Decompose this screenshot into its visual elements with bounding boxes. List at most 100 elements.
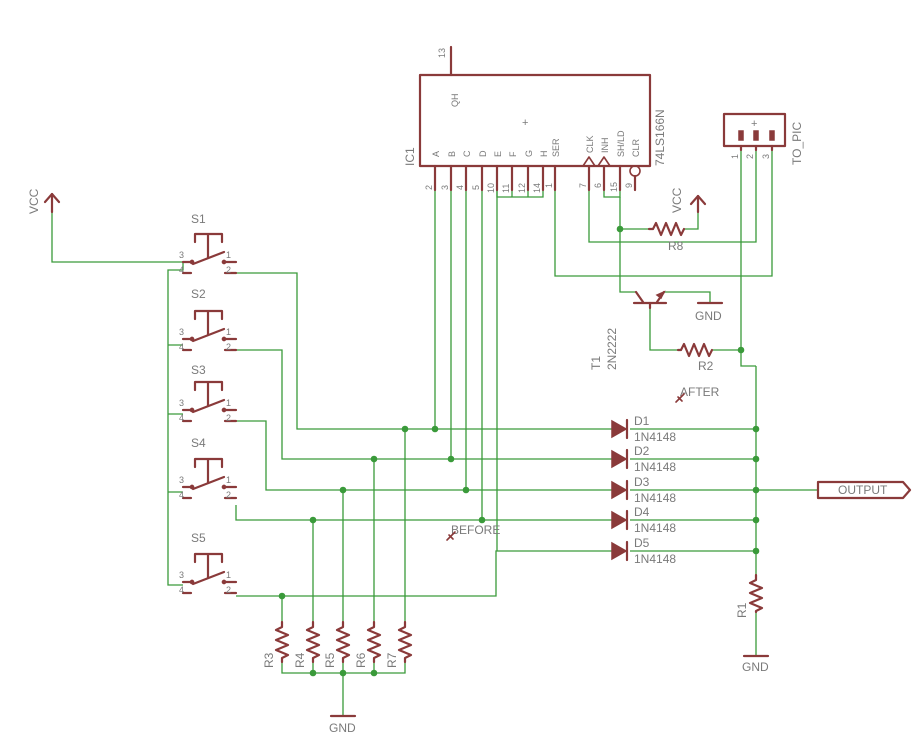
diode-value: 1N4148 bbox=[634, 460, 676, 474]
junction-dot bbox=[339, 669, 347, 677]
switch-s2: S2 3 4 1 2 bbox=[179, 287, 238, 352]
diode-d1: D1 1N4148 bbox=[611, 414, 676, 444]
wire-inh-shld bbox=[603, 190, 621, 198]
gnd-r1-label: GND bbox=[742, 660, 769, 674]
resistor-r6: R6 bbox=[354, 620, 382, 668]
marker-before-cross bbox=[446, 531, 456, 541]
gnd-t1-label: GND bbox=[695, 309, 722, 323]
wire-t1-r2 bbox=[649, 308, 678, 351]
junction-dot bbox=[339, 486, 347, 494]
diode-triangle bbox=[611, 449, 628, 469]
diode-name: D2 bbox=[634, 444, 650, 458]
marker-after-cross bbox=[675, 393, 685, 403]
ic1-pin-numbers: 2 3 4 5 10 11 12 14 1 7 6 15 9 bbox=[424, 182, 634, 193]
wire-switch-rail bbox=[167, 262, 184, 586]
ic1-pin-label: G bbox=[524, 150, 534, 157]
diode-triangle bbox=[611, 541, 628, 561]
output-port-flag bbox=[816, 480, 912, 500]
switch-contact bbox=[189, 259, 195, 265]
junction-dot bbox=[462, 486, 470, 494]
switch-s5: S5 3 4 1 2 bbox=[179, 531, 238, 595]
switch-name: S1 bbox=[191, 212, 206, 226]
switch-contact bbox=[221, 484, 227, 490]
switch-pin-number: 1 bbox=[226, 570, 231, 580]
wire-r8-vcc bbox=[684, 205, 699, 230]
gnd-t1-symbol: GND bbox=[695, 301, 724, 323]
resistor-zigzag bbox=[305, 620, 321, 664]
wire-s5-d5 bbox=[236, 550, 612, 597]
switch-pin-number: 4 bbox=[179, 265, 184, 275]
resistor-zigzag bbox=[647, 221, 686, 237]
wire-shld-r8 bbox=[619, 197, 649, 230]
gnd-r1-symbol: GND bbox=[742, 654, 770, 674]
ic1-pin-label: C bbox=[462, 150, 472, 157]
ic1-pin-number: 10 bbox=[486, 183, 496, 193]
switch-pin-number: 4 bbox=[179, 413, 184, 423]
switch-pin-number: 3 bbox=[179, 475, 184, 485]
switch-pin-number: 3 bbox=[179, 327, 184, 337]
ic1-pin-label: D bbox=[478, 150, 488, 157]
ic1-pin-label: F bbox=[508, 151, 518, 157]
ic1-pin-label: SH/LD bbox=[616, 130, 626, 157]
junction-dot bbox=[752, 547, 760, 555]
wire-s4-d4 bbox=[235, 505, 612, 521]
ic1-name-label: IC1 bbox=[403, 147, 417, 166]
switch-contact bbox=[221, 407, 227, 413]
junction-dot bbox=[309, 516, 317, 524]
switch-contact bbox=[221, 579, 227, 585]
resistor-zigzag bbox=[274, 620, 290, 664]
switch-pin-number: 4 bbox=[179, 585, 184, 595]
ic1-pin-lines bbox=[433, 156, 641, 192]
resistor-zigzag bbox=[335, 620, 351, 664]
connector-name-label: TO_PIC bbox=[790, 122, 804, 165]
diode-name: D3 bbox=[634, 475, 650, 489]
ic1-pin-label: CLK bbox=[585, 135, 595, 153]
switch-name: S3 bbox=[191, 363, 206, 377]
connector-pin-pad bbox=[753, 130, 759, 141]
switch-name: S5 bbox=[191, 531, 206, 545]
diode-value: 1N4148 bbox=[634, 430, 676, 444]
junction-dot bbox=[616, 225, 624, 233]
connector-pin-pad bbox=[769, 130, 775, 141]
resistor-zigzag bbox=[397, 620, 413, 664]
resistor-name: R2 bbox=[698, 359, 714, 373]
switch-contact bbox=[189, 579, 195, 585]
junction-dot bbox=[370, 669, 378, 677]
diode-name: D5 bbox=[634, 536, 650, 550]
ic1-pin-label: H bbox=[539, 151, 549, 158]
switch-pin-number: 3 bbox=[179, 250, 184, 260]
junction-dot bbox=[309, 669, 317, 677]
switch-contact bbox=[221, 259, 227, 265]
resistor-r1: R1 bbox=[735, 573, 764, 618]
vcc-left-label: VCC bbox=[27, 188, 41, 214]
ic1-pin-number: 3 bbox=[440, 185, 450, 190]
resistor-name: R7 bbox=[385, 652, 399, 668]
ic1-pin-labels: A B C D E F G H SER CLK INH SH/LD CLR bbox=[431, 130, 641, 157]
ic1-clk-clock-wedge bbox=[582, 156, 596, 167]
ic1-pin-label: B bbox=[447, 151, 457, 157]
connector-pin-pad bbox=[738, 130, 744, 141]
junction-dot bbox=[752, 486, 760, 494]
ic1-pin-number: 11 bbox=[501, 184, 511, 193]
ic1-pin-number: 12 bbox=[517, 183, 527, 193]
vcc-arrow-head bbox=[43, 192, 61, 204]
switch-pin-number: 2 bbox=[226, 585, 231, 595]
wire-s2-d2 bbox=[236, 349, 612, 460]
connector-origin-mark: + bbox=[751, 118, 757, 130]
junction-dot bbox=[431, 425, 439, 433]
switch-pin-number: 1 bbox=[226, 250, 231, 260]
ic1-pin-number: 14 bbox=[532, 183, 542, 193]
resistor-zigzag bbox=[676, 342, 714, 358]
vcc-right-symbol: VCC bbox=[670, 187, 707, 214]
switch-contact bbox=[189, 336, 195, 342]
junctions bbox=[278, 225, 760, 677]
gnd-bottom-label: GND bbox=[329, 721, 356, 735]
ic1-body bbox=[418, 73, 652, 168]
transistor-t1: T1 2N2222 bbox=[589, 290, 668, 370]
wire-ic-efgh-bus bbox=[496, 190, 544, 198]
wires bbox=[51, 150, 818, 715]
marker-before-label: BEFORE bbox=[451, 523, 500, 537]
switch-pin-number: 2 bbox=[226, 265, 231, 275]
ic1-pin-label: CLR bbox=[631, 138, 641, 157]
resistor-name: R4 bbox=[293, 652, 307, 668]
